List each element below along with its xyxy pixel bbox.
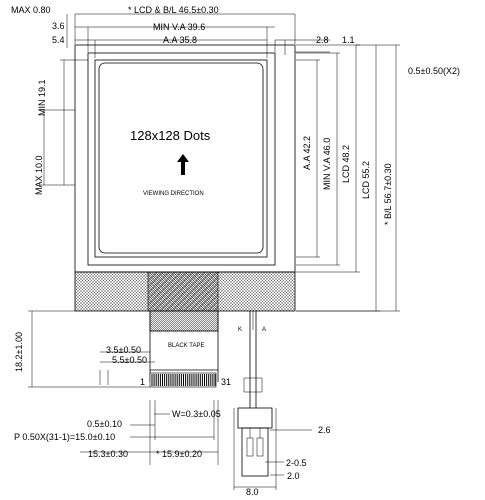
viewing-direction: VIEWING DIRECTION [143, 191, 204, 197]
led-wires [243, 311, 263, 408]
dim-36: 3.6 [52, 21, 65, 31]
dim-153: 15.3±0.30 [88, 449, 128, 459]
fpc-tail [149, 310, 219, 382]
dim-20: 2.0 [287, 471, 300, 481]
dim-aa-422: A.A 42.2 [302, 136, 312, 170]
dim-54: 5.4 [52, 35, 65, 45]
dim-26: 2.6 [318, 425, 331, 435]
dim-35: 3.5±0.50 [106, 345, 141, 355]
fpc-pins [149, 372, 217, 388]
lcd-resolution: 128x128 Dots [130, 128, 211, 143]
dim-lcd-bl-width: * LCD & B/L 46.5±0.30 [128, 5, 219, 15]
arrow-up-icon [177, 154, 189, 175]
dim-min-va-460: MIN V.A 46.0 [322, 138, 332, 190]
pin-31-label: 31 [221, 377, 231, 387]
top-dimension-lines [66, 13, 330, 58]
dim-lcd-552: LCD 55.2 [361, 161, 371, 199]
dim-2-05: 2-0.5 [286, 458, 307, 468]
black-tape-label: BLACK TAPE [168, 343, 204, 349]
dim-05-x2: 0.5±0.50(X2) [408, 66, 460, 76]
dim-aa-358: A.A 35.8 [163, 35, 197, 45]
left-dimension-lines [28, 59, 150, 388]
dim-28: 2.8 [316, 35, 329, 45]
dim-max-080: MAX 0.80 [11, 5, 51, 15]
dim-bl-567: * B/L 56.7±0.30 [383, 163, 393, 225]
label-k: K [238, 327, 242, 333]
dim-pitch: P 0.50X(31-1)=15.0±0.10 [14, 432, 115, 442]
pin-1-label: 1 [140, 377, 145, 387]
dim-80: 8.0 [246, 487, 259, 497]
right-dimension-lines [295, 44, 400, 312]
label-a: A [262, 327, 266, 333]
dim-lcd-482: LCD 48.2 [341, 145, 351, 183]
dim-min-191: MIN 19.1 [37, 79, 47, 116]
dim-max-100: MAX 10.0 [34, 155, 44, 195]
dim-182: 18.2±1.00 [14, 332, 24, 372]
dim-min-va-396: MIN V.A 39.6 [153, 22, 205, 32]
bottom-dimension-lines [80, 351, 312, 490]
dim-159: * 15.9±0.20 [156, 449, 202, 459]
dim-11: 1.1 [342, 35, 355, 45]
dim-05-010: 0.5±0.10 [87, 419, 122, 429]
dim-w03: W=0.3±0.05 [172, 409, 221, 419]
dim-55: 5.5±0.50 [112, 355, 147, 365]
led-connector [237, 407, 273, 477]
fpc-root [147, 271, 219, 312]
